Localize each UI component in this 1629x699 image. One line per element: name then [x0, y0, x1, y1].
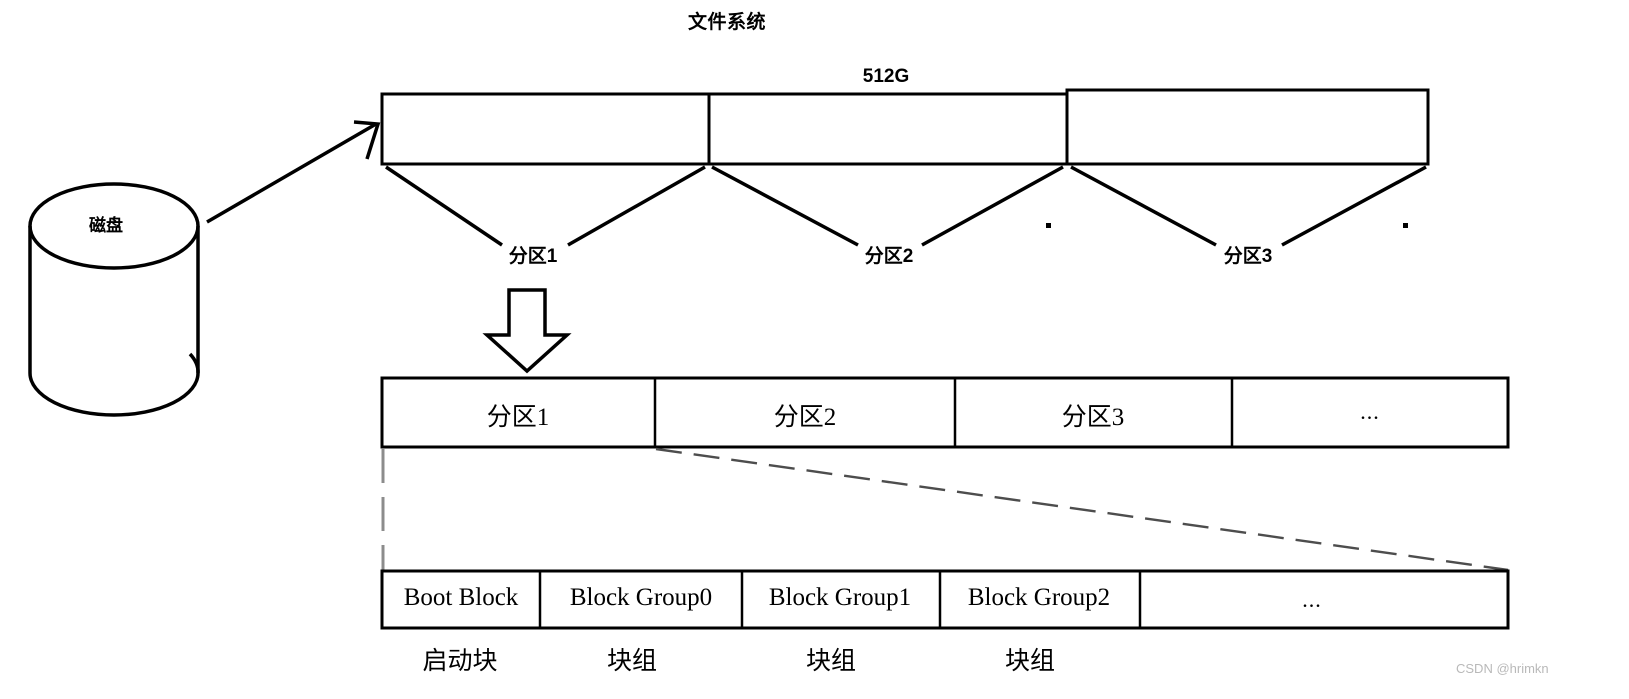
disk-bar-partition-label-2: 分区2	[864, 246, 914, 267]
disk-capacity-bar	[380, 88, 1430, 166]
page-title: 文件系统	[687, 12, 767, 33]
zoom-in-block-arrow	[482, 288, 572, 374]
partition-table-outline	[380, 376, 1510, 449]
disk-bar-cell-3	[1065, 88, 1430, 166]
partition-connectors	[385, 165, 1427, 247]
arrow-head	[353, 120, 381, 160]
connector-p3-right	[1281, 165, 1427, 247]
disk-label: 磁盘	[89, 216, 123, 235]
block-table-caption-block-group-2: 块组	[1004, 648, 1056, 675]
block-table-cell-block-group-2[interactable]: Block Group2	[967, 584, 1111, 611]
capacity-label: 512G	[862, 66, 910, 87]
disk-bar-partition-label-3: 分区3	[1223, 246, 1273, 267]
block-table-caption-boot-block: 启动块	[422, 648, 498, 675]
block-table-cell-block-group-1[interactable]: Block Group1	[768, 584, 912, 611]
partition-table-cell-3[interactable]: 分区3	[1061, 404, 1125, 431]
block-table-cell-block-group-0[interactable]: Block Group0	[569, 584, 713, 611]
expansion-guides	[381, 447, 1509, 572]
partition-table-cell-1[interactable]: 分区1	[486, 404, 550, 431]
arrow-shaft	[206, 122, 377, 224]
connector-p1-left	[385, 165, 503, 247]
block-group-table-border	[380, 569, 1510, 630]
ellipsis-dot-2	[1403, 223, 1408, 228]
partition-table-cell-ellipsis: ...	[1360, 399, 1380, 424]
connector-p2-left	[711, 165, 859, 247]
ellipsis-dot-1	[1046, 223, 1051, 228]
partition-table-cell-2[interactable]: 分区2	[773, 404, 837, 431]
watermark: CSDN @hrimkn	[1456, 661, 1549, 676]
dashed-guide-diagonal	[655, 447, 1509, 572]
disk-bottom-arc	[28, 372, 200, 417]
disk-bar-partition-label-1: 分区1	[508, 246, 558, 267]
disk-bar-cell-1	[380, 92, 711, 166]
connector-p2-right	[921, 165, 1064, 247]
block-table-caption-block-group-0: 块组	[606, 648, 658, 675]
disk-bottom-arc-right-tip	[188, 352, 200, 374]
block-table-cell-ellipsis: ...	[1302, 587, 1322, 612]
block-table-cell-boot-block[interactable]: Boot Block	[403, 584, 519, 611]
block-arrow-shape	[482, 288, 572, 374]
block-group-table-outline	[380, 569, 1510, 630]
ellipsis-dot-markers	[1046, 223, 1408, 228]
connector-p3-left	[1070, 165, 1217, 247]
disk-bar-cell-2	[707, 92, 1069, 166]
partition-table-border	[380, 376, 1510, 449]
disk-to-bar-arrow	[206, 120, 381, 224]
connector-p1-right	[567, 165, 706, 247]
block-table-caption-block-group-1: 块组	[805, 648, 857, 675]
